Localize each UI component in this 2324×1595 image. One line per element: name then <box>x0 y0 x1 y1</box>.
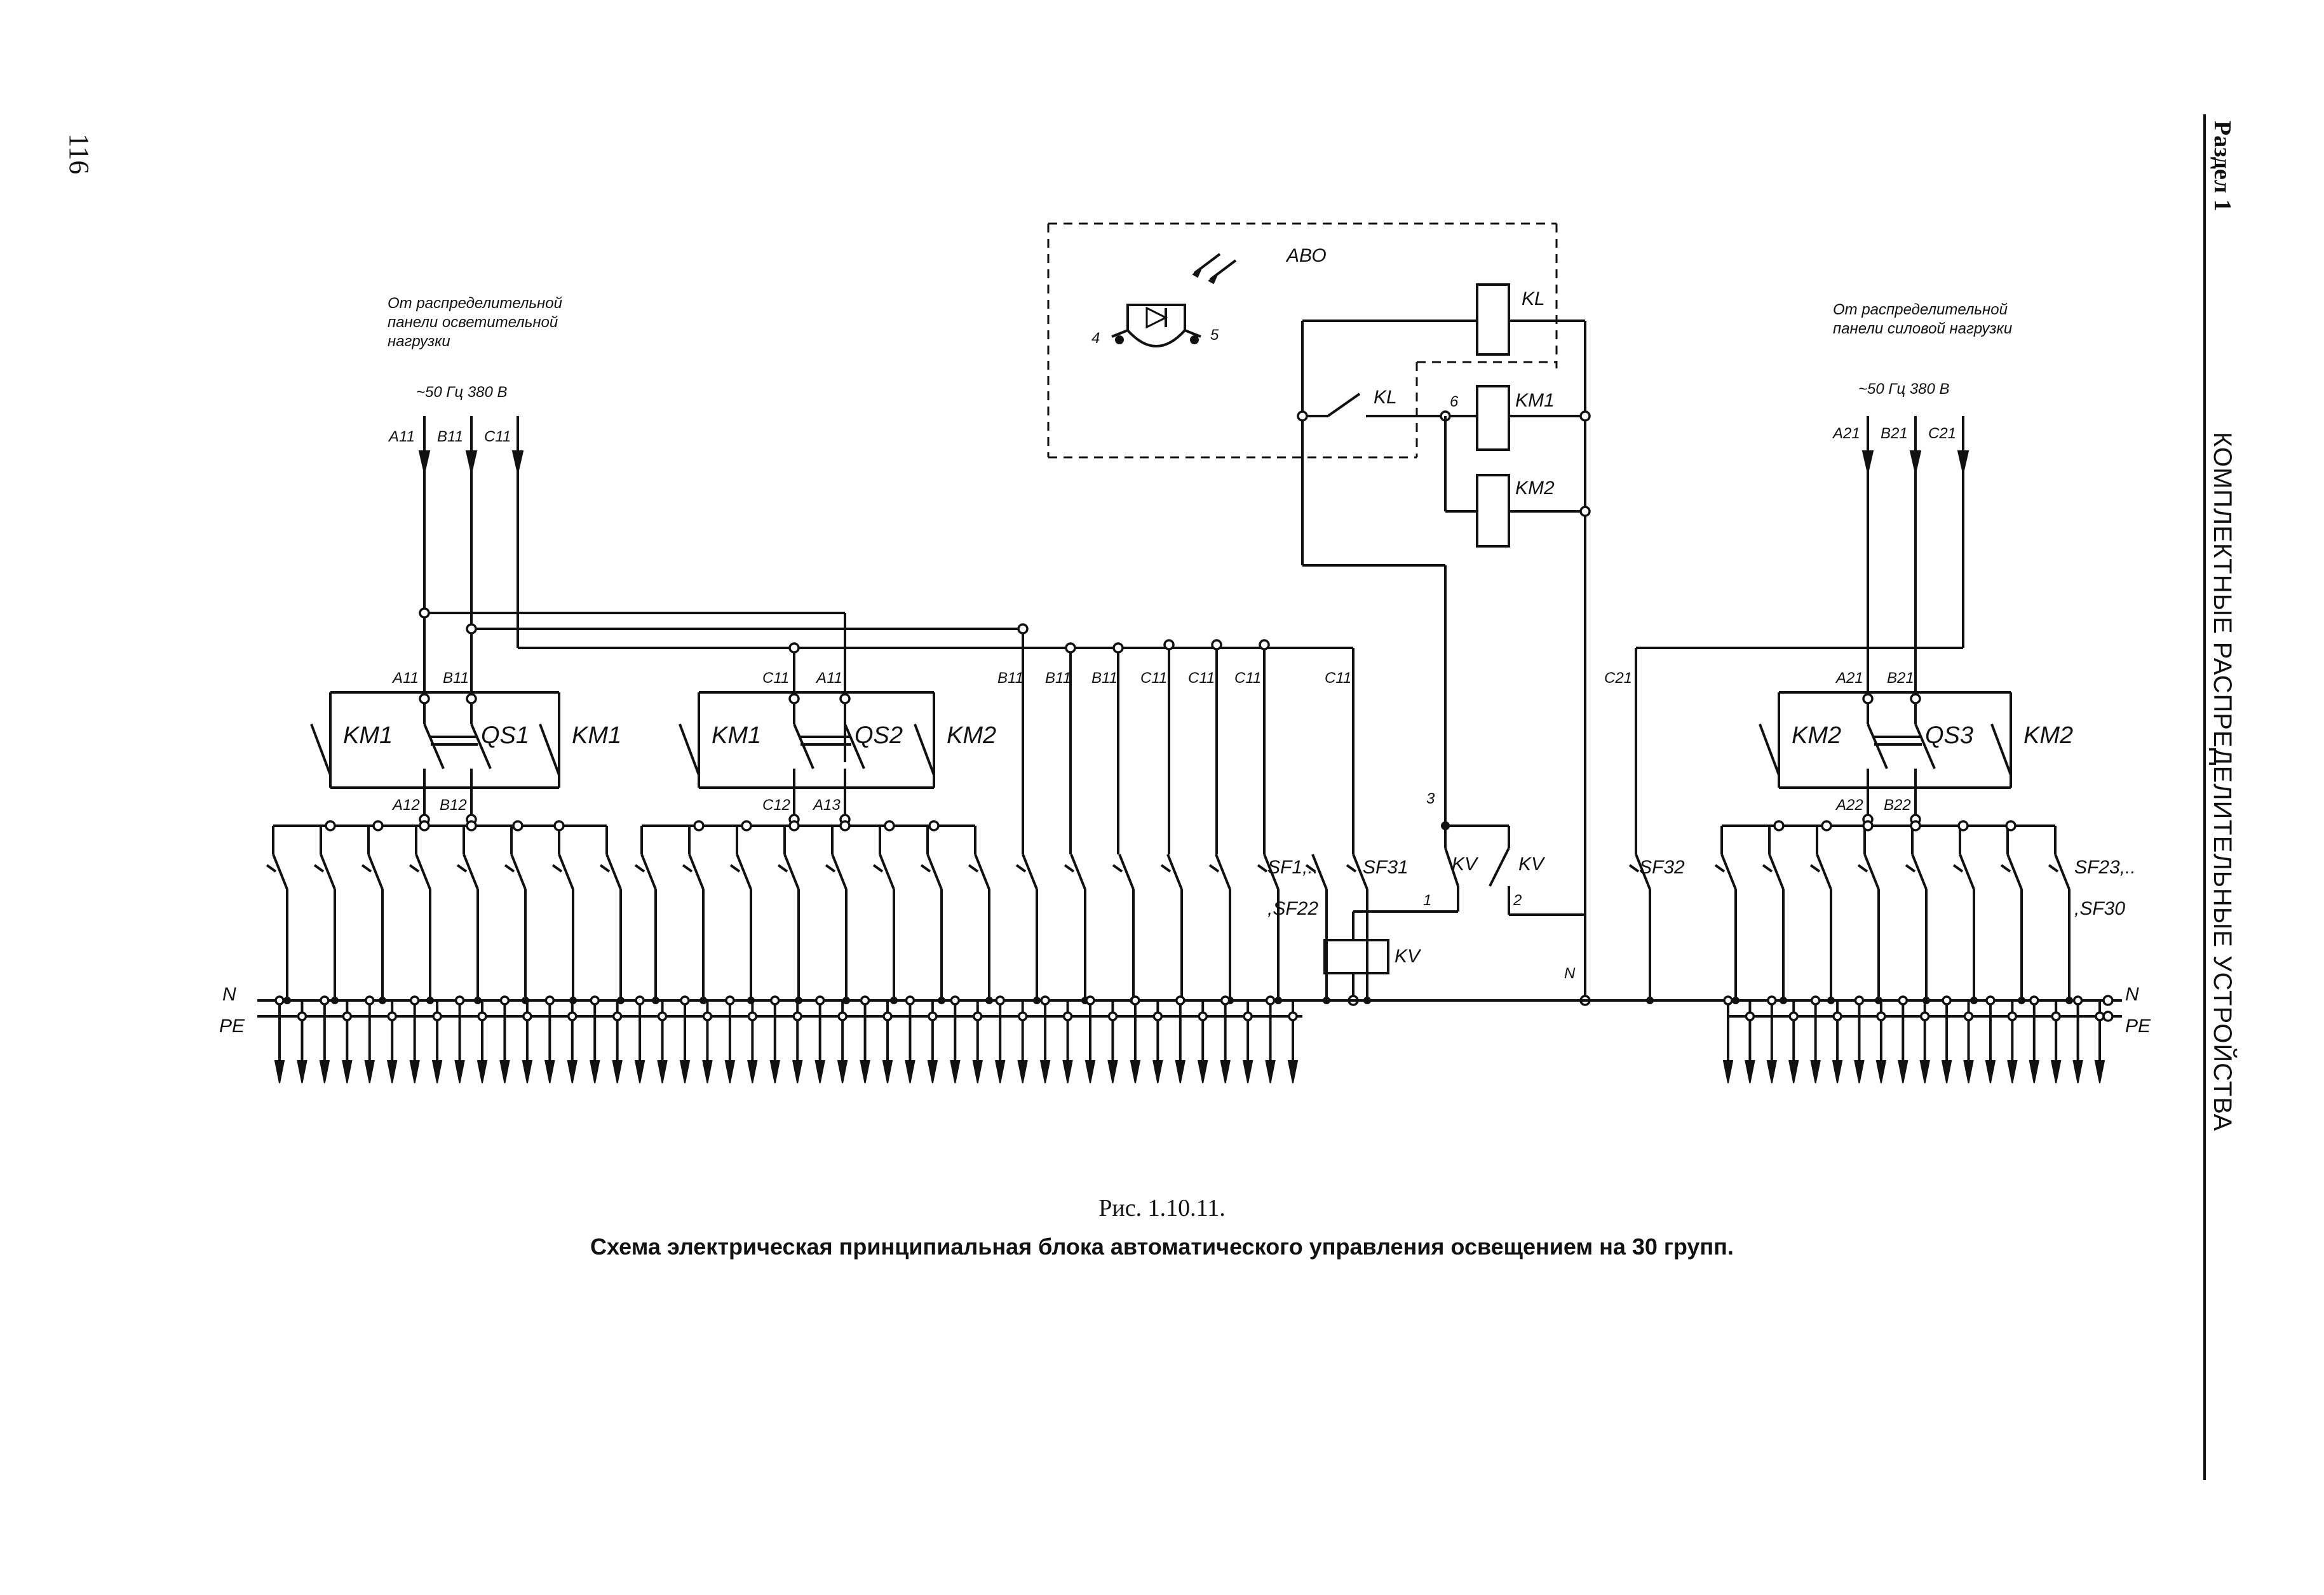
feeder-label-3: B11 <box>1091 670 1118 687</box>
switch-group-1-top-a: A11 <box>391 670 419 687</box>
sf-group-1-label-b: ,SF22 <box>1267 898 1318 919</box>
node-6: 6 <box>1450 393 1459 410</box>
kv-contact-1-label: KV <box>1452 854 1479 875</box>
left-source: От распределительной панели осветительно… <box>388 295 1355 854</box>
switch-group-1-center: QS1 <box>481 722 529 749</box>
n-bus-right: N <box>2125 984 2139 1005</box>
right-phase-c: C21 <box>1928 425 1956 442</box>
switch-group-3-right: KM2 <box>2023 722 2073 749</box>
node-1: 1 <box>1423 892 1431 909</box>
kl-coil-label: KL <box>1522 288 1545 309</box>
right-note-line-1: От распределительной <box>1833 301 2008 318</box>
right-note-line-2: панели силовой нагрузки <box>1833 320 2012 337</box>
km2-coil-label: KM2 <box>1515 478 1555 499</box>
switch-group-2-bottom-a: C12 <box>762 797 790 814</box>
feeder-label-4: C11 <box>1140 670 1167 687</box>
left-phase-a: A11 <box>388 428 415 445</box>
switch-group-2-top-a: C11 <box>762 670 789 687</box>
n-bus-left: N <box>222 984 236 1005</box>
left-note-line-1: От распределительной <box>388 295 562 312</box>
node-3: 3 <box>1426 790 1435 807</box>
right-source: От распределительной панели силовой нагр… <box>1604 301 2012 854</box>
breaker-row-4 <box>1714 820 2073 1004</box>
feeder-label-7: C11 <box>1325 670 1351 687</box>
switch-group-1-bottom-b: B12 <box>440 797 467 814</box>
feeder-label-1: B11 <box>997 670 1024 687</box>
sf31-label: SF31 <box>1363 857 1409 878</box>
switch-group-1-left: KM1 <box>343 722 393 749</box>
right-supply-label: ~50 Гц 380 В <box>1858 380 1950 398</box>
left-phase-b: B11 <box>437 428 463 445</box>
switch-group-1-top-b: B11 <box>443 670 469 687</box>
figure-number: Рис. 1.10.11. <box>1098 1195 1226 1221</box>
n-pe-buses: N PE N PE <box>219 984 2151 1037</box>
switch-group-3-bottom-b: B22 <box>1884 797 1911 814</box>
sf-group-2-label-a: SF23,.. <box>2074 857 2136 878</box>
outgoing-lines-right <box>1722 995 2105 1084</box>
switch-group-2-top-b: A11 <box>815 670 842 687</box>
switch-group-2-bottom-b: A13 <box>812 797 841 814</box>
sf32-label: SF32 <box>1639 857 1685 878</box>
breaker-row-2 <box>634 820 993 1004</box>
kv-contact-2-label: KV <box>1518 854 1546 875</box>
feeder-label-6: C11 <box>1234 670 1261 687</box>
right-phase-b: B21 <box>1881 425 1908 442</box>
edge-rule <box>2203 114 2206 1480</box>
right-phase-a: A21 <box>1832 425 1860 442</box>
feeder-label-2: B11 <box>1045 670 1071 687</box>
breaker-sf31 <box>1346 854 1371 1004</box>
abo-sensor-block: АВО 4 5 <box>1047 222 1558 459</box>
switch-group-3-bottom-a: A22 <box>1835 797 1863 814</box>
left-phase-c: C11 <box>484 428 511 445</box>
abo-label: АВО <box>1285 245 1327 266</box>
switch-group-1-bottom-a: A12 <box>391 797 420 814</box>
km1-coil-label: KM1 <box>1515 390 1555 411</box>
c21-label: C21 <box>1604 670 1632 687</box>
switch-group-2-left: KM1 <box>712 722 761 749</box>
breaker-rows <box>266 820 2073 1004</box>
pe-bus-right: PE <box>2125 1016 2151 1037</box>
left-note-line-3: нагрузки <box>388 333 450 350</box>
sf-group-2-label-b: ,SF30 <box>2074 898 2125 919</box>
sf-group-1-label-a: SF1,... <box>1267 857 1323 878</box>
switch-group-3-top-b: B21 <box>1887 670 1914 687</box>
control-circuit: KL KL KM1 6 KM2 <box>1297 283 1591 1006</box>
switch-group-3-center: QS3 <box>1925 722 1973 749</box>
left-note-line-2: панели осветительной <box>388 314 558 331</box>
abo-pin-5: 5 <box>1210 326 1219 344</box>
outgoing-lines <box>274 995 2105 1084</box>
breaker-row-1 <box>266 820 625 1004</box>
kl-contact-label: KL <box>1374 387 1397 408</box>
switch-group-3-top-a: A21 <box>1835 670 1863 687</box>
pe-bus-left: PE <box>219 1016 245 1037</box>
feeder-label-5: C11 <box>1188 670 1215 687</box>
outgoing-lines-left <box>274 995 1299 1084</box>
switch-group-2-right: KM2 <box>947 722 996 749</box>
node-2: 2 <box>1513 892 1522 909</box>
switch-group-1-right: KM1 <box>572 722 621 749</box>
figure-caption: Схема электрическая принципиальная блока… <box>590 1234 1734 1260</box>
node-n: N <box>1564 965 1576 982</box>
switch-group-3-left: KM2 <box>1792 722 1841 749</box>
abo-pin-4: 4 <box>1091 330 1100 347</box>
switch-group-2-center: QS2 <box>855 722 903 749</box>
left-supply-label: ~50 Гц 380 В <box>416 384 508 401</box>
kv-coil-label: KV <box>1395 946 1422 967</box>
